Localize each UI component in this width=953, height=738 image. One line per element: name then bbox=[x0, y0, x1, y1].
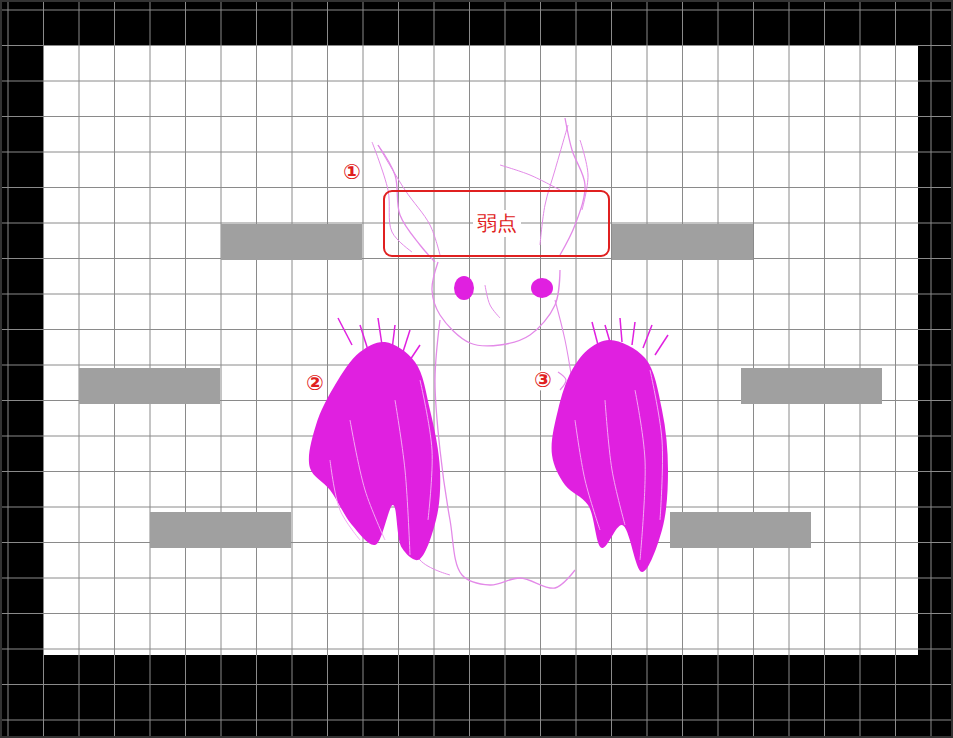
grid-line bbox=[292, 0, 293, 738]
grid-line bbox=[0, 45, 953, 46]
grid-line bbox=[327, 0, 328, 738]
grid-line bbox=[0, 329, 953, 330]
monster-ear bbox=[500, 165, 560, 190]
claw-line bbox=[330, 460, 360, 540]
grid-line bbox=[0, 436, 953, 437]
monster-ear bbox=[378, 145, 435, 262]
claw-line bbox=[575, 420, 600, 530]
monster-eye bbox=[531, 278, 553, 298]
claw-line bbox=[605, 400, 625, 525]
grid-line bbox=[0, 471, 953, 472]
callout-number: ③ bbox=[534, 370, 552, 391]
fur-tuft bbox=[378, 318, 382, 345]
platform bbox=[612, 224, 753, 260]
grid-line bbox=[931, 0, 932, 738]
fur-tuft bbox=[632, 322, 635, 345]
fur-tuft bbox=[392, 325, 395, 350]
fur-tuft bbox=[655, 335, 668, 355]
weak-point-box: 弱点 bbox=[383, 190, 610, 257]
monster-ear bbox=[378, 145, 440, 255]
fur-tuft bbox=[643, 325, 652, 348]
grid-line bbox=[505, 0, 506, 738]
grid-line bbox=[0, 578, 953, 579]
grid-line bbox=[0, 507, 953, 508]
fur-tuft bbox=[338, 318, 352, 345]
grid-line bbox=[0, 187, 953, 188]
grid-line bbox=[0, 294, 953, 295]
claw-line bbox=[420, 380, 432, 520]
grid-line bbox=[718, 0, 719, 738]
grid-line bbox=[469, 0, 470, 738]
monster-hand bbox=[552, 340, 668, 572]
claw-line bbox=[350, 420, 385, 540]
monster-ear bbox=[540, 125, 568, 245]
grid-line bbox=[0, 10, 953, 11]
grid-line bbox=[434, 0, 435, 738]
grid-line bbox=[0, 81, 953, 82]
grid-line bbox=[0, 649, 953, 650]
grid-line bbox=[895, 0, 896, 738]
grid-line bbox=[0, 365, 953, 366]
fur-tuft bbox=[402, 330, 410, 355]
monster-ear bbox=[580, 140, 588, 210]
grid-line bbox=[0, 116, 953, 117]
grid-line bbox=[221, 0, 222, 738]
platform bbox=[150, 512, 291, 548]
fur-tuft bbox=[592, 322, 598, 345]
grid-line bbox=[0, 684, 953, 685]
monster-ear bbox=[372, 142, 412, 252]
callout-number: ① bbox=[343, 162, 361, 183]
claw-line bbox=[635, 390, 645, 560]
grid-line bbox=[256, 0, 257, 738]
monster-eye bbox=[454, 276, 474, 300]
fur-tuft bbox=[620, 318, 622, 342]
grid-line bbox=[540, 0, 541, 738]
platform bbox=[741, 368, 882, 404]
claw-line bbox=[650, 370, 663, 520]
fur-tuft bbox=[360, 325, 368, 350]
fur-tuft bbox=[410, 345, 420, 360]
grid-line bbox=[682, 0, 683, 738]
monster-nose bbox=[485, 285, 500, 318]
grid-line bbox=[0, 613, 953, 614]
grid-line bbox=[8, 0, 9, 738]
monster-body bbox=[555, 300, 572, 380]
grid-line bbox=[43, 0, 44, 738]
claw-line bbox=[395, 400, 410, 555]
monster-hand bbox=[309, 342, 440, 560]
grid-line bbox=[0, 152, 953, 153]
fur-tuft bbox=[605, 325, 610, 342]
callout-number: ② bbox=[306, 373, 324, 394]
platform bbox=[79, 368, 220, 404]
platform bbox=[670, 512, 811, 548]
floor-area bbox=[44, 46, 918, 656]
monster-head bbox=[432, 262, 560, 346]
monster-thumb bbox=[558, 372, 566, 390]
weak-point-label: 弱点 bbox=[473, 210, 521, 237]
grid-line bbox=[0, 720, 953, 721]
grid-line bbox=[0, 258, 953, 259]
platform bbox=[221, 224, 362, 260]
